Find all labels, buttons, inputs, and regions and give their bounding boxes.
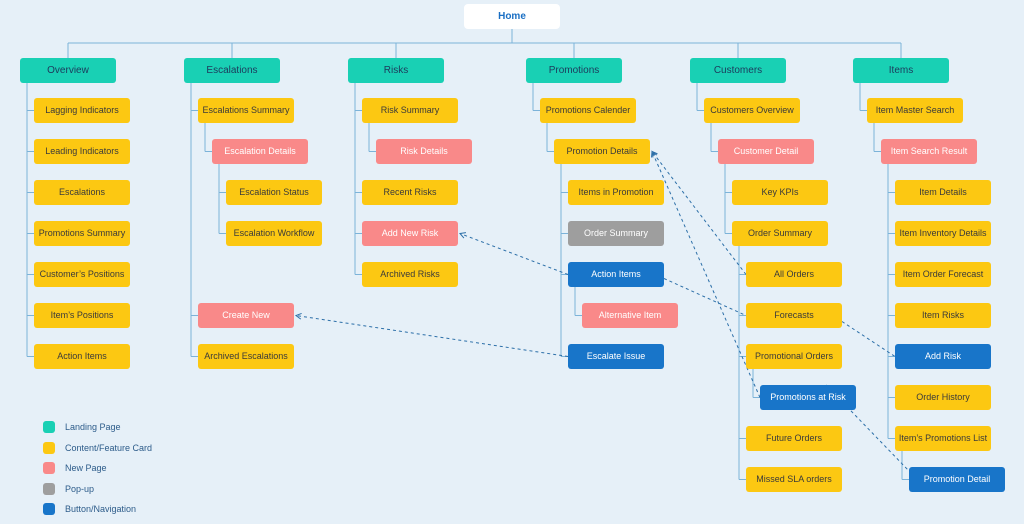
node-customers-promotions-at-risk: Promotions at Risk [760, 385, 856, 410]
node-risks-recent-risks: Recent Risks [362, 180, 458, 205]
node-escalations-escalation-details: Escalation Details [212, 139, 308, 164]
legend-label: New Page [65, 463, 107, 473]
landing-promotions: Promotions [526, 58, 622, 83]
node-overview-promotions-summary: Promotions Summary [34, 221, 130, 246]
legend-swatch [43, 441, 55, 454]
home-node: Home [464, 4, 560, 29]
node-items-item-s-promotions-list: Item’s Promotions List [895, 426, 991, 451]
legend-swatch [43, 503, 55, 515]
node-promotions-promotions-calender: Promotions Calender [540, 98, 636, 123]
node-escalations-archived-escalations: Archived Escalations [198, 344, 294, 369]
node-promotions-promotion-details: Promotion Details [554, 139, 650, 164]
node-items-item-search-result: Item Search Result [881, 139, 977, 164]
node-promotions-alternative-item: Alternative Item [582, 303, 678, 328]
legend-swatch [43, 462, 55, 474]
node-risks-risk-details: Risk Details [376, 139, 472, 164]
legend-item-new-page: New Page [43, 462, 107, 474]
node-items-item-risks: Item Risks [895, 303, 991, 328]
node-items-item-inventory-details: Item Inventory Details [895, 221, 991, 246]
node-risks-add-new-risk: Add New Risk [362, 221, 458, 246]
node-customers-customers-overview: Customers Overview [704, 98, 800, 123]
legend-item-button-navigation: Button/Navigation [43, 503, 136, 515]
node-promotions-items-in-promotion: Items in Promotion [568, 180, 664, 205]
landing-risks: Risks [348, 58, 444, 83]
legend-label: Content/Feature Card [65, 442, 153, 453]
node-escalations-escalation-workflow: Escalation Workflow [226, 221, 322, 246]
node-items-add-risk: Add Risk [895, 344, 991, 369]
node-customers-missed-sla-orders: Missed SLA orders [746, 467, 842, 492]
node-risks-risk-summary: Risk Summary [362, 98, 458, 123]
link-arrow [459, 233, 569, 275]
node-customers-customer-detail: Customer Detail [718, 139, 814, 164]
node-customers-future-orders: Future Orders [746, 426, 842, 451]
node-overview-leading-indicators: Leading Indicators [34, 139, 130, 164]
legend-item-landing-page: Landing Page [43, 421, 121, 433]
landing-items: Items [853, 58, 949, 83]
node-escalations-escalations-summary: Escalations Summary [198, 98, 294, 123]
legend-swatch [43, 482, 55, 495]
legend-label: Landing Page [65, 422, 121, 432]
landing-overview: Overview [20, 58, 116, 83]
node-items-promotion-detail: Promotion Detail [909, 467, 1005, 492]
node-promotions-escalate-issue: Escalate Issue [568, 344, 664, 369]
node-overview-customer-s-positions: Customer’s Positions [34, 262, 130, 287]
node-customers-promotional-orders: Promotional Orders [746, 344, 842, 369]
landing-escalations: Escalations [184, 58, 280, 83]
node-promotions-order-summary: Order Summary [568, 221, 664, 246]
legend-item-pop-up: Pop-up [43, 482, 95, 495]
legend-item-content-feature-card: Content/Feature Card [43, 441, 153, 454]
node-promotions-action-items: Action Items [568, 262, 664, 287]
node-escalations-create-new: Create New [198, 303, 294, 328]
node-items-order-history: Order History [895, 385, 991, 410]
landing-customers: Customers [690, 58, 786, 83]
legend-label: Pop-up [65, 483, 95, 494]
arrow-head [294, 312, 302, 320]
node-escalations-escalation-status: Escalation Status [226, 180, 322, 205]
legend-swatch [43, 421, 55, 433]
arrow-head [459, 232, 467, 239]
node-overview-action-items: Action Items [34, 344, 130, 369]
node-customers-all-orders: All Orders [746, 262, 842, 287]
link-arrow [295, 315, 569, 357]
node-overview-lagging-indicators: Lagging Indicators [34, 98, 130, 123]
link-arrow [651, 151, 747, 275]
arrow-head [651, 150, 658, 158]
node-items-item-details: Item Details [895, 180, 991, 205]
node-overview-item-s-positions: Item’s Positions [34, 303, 130, 328]
arrow-head [651, 150, 658, 158]
link-arrow [841, 321, 896, 357]
node-overview-escalations: Escalations [34, 180, 130, 205]
legend-label: Button/Navigation [65, 504, 137, 514]
node-items-item-master-search: Item Master Search [867, 98, 963, 123]
node-customers-forecasts: Forecasts [746, 303, 842, 328]
node-risks-archived-risks: Archived Risks [362, 262, 458, 287]
node-items-item-order-forecast: Item Order Forecast [895, 262, 991, 287]
node-customers-order-summary: Order Summary [732, 221, 828, 246]
node-customers-key-kpis: Key KPIs [732, 180, 828, 205]
